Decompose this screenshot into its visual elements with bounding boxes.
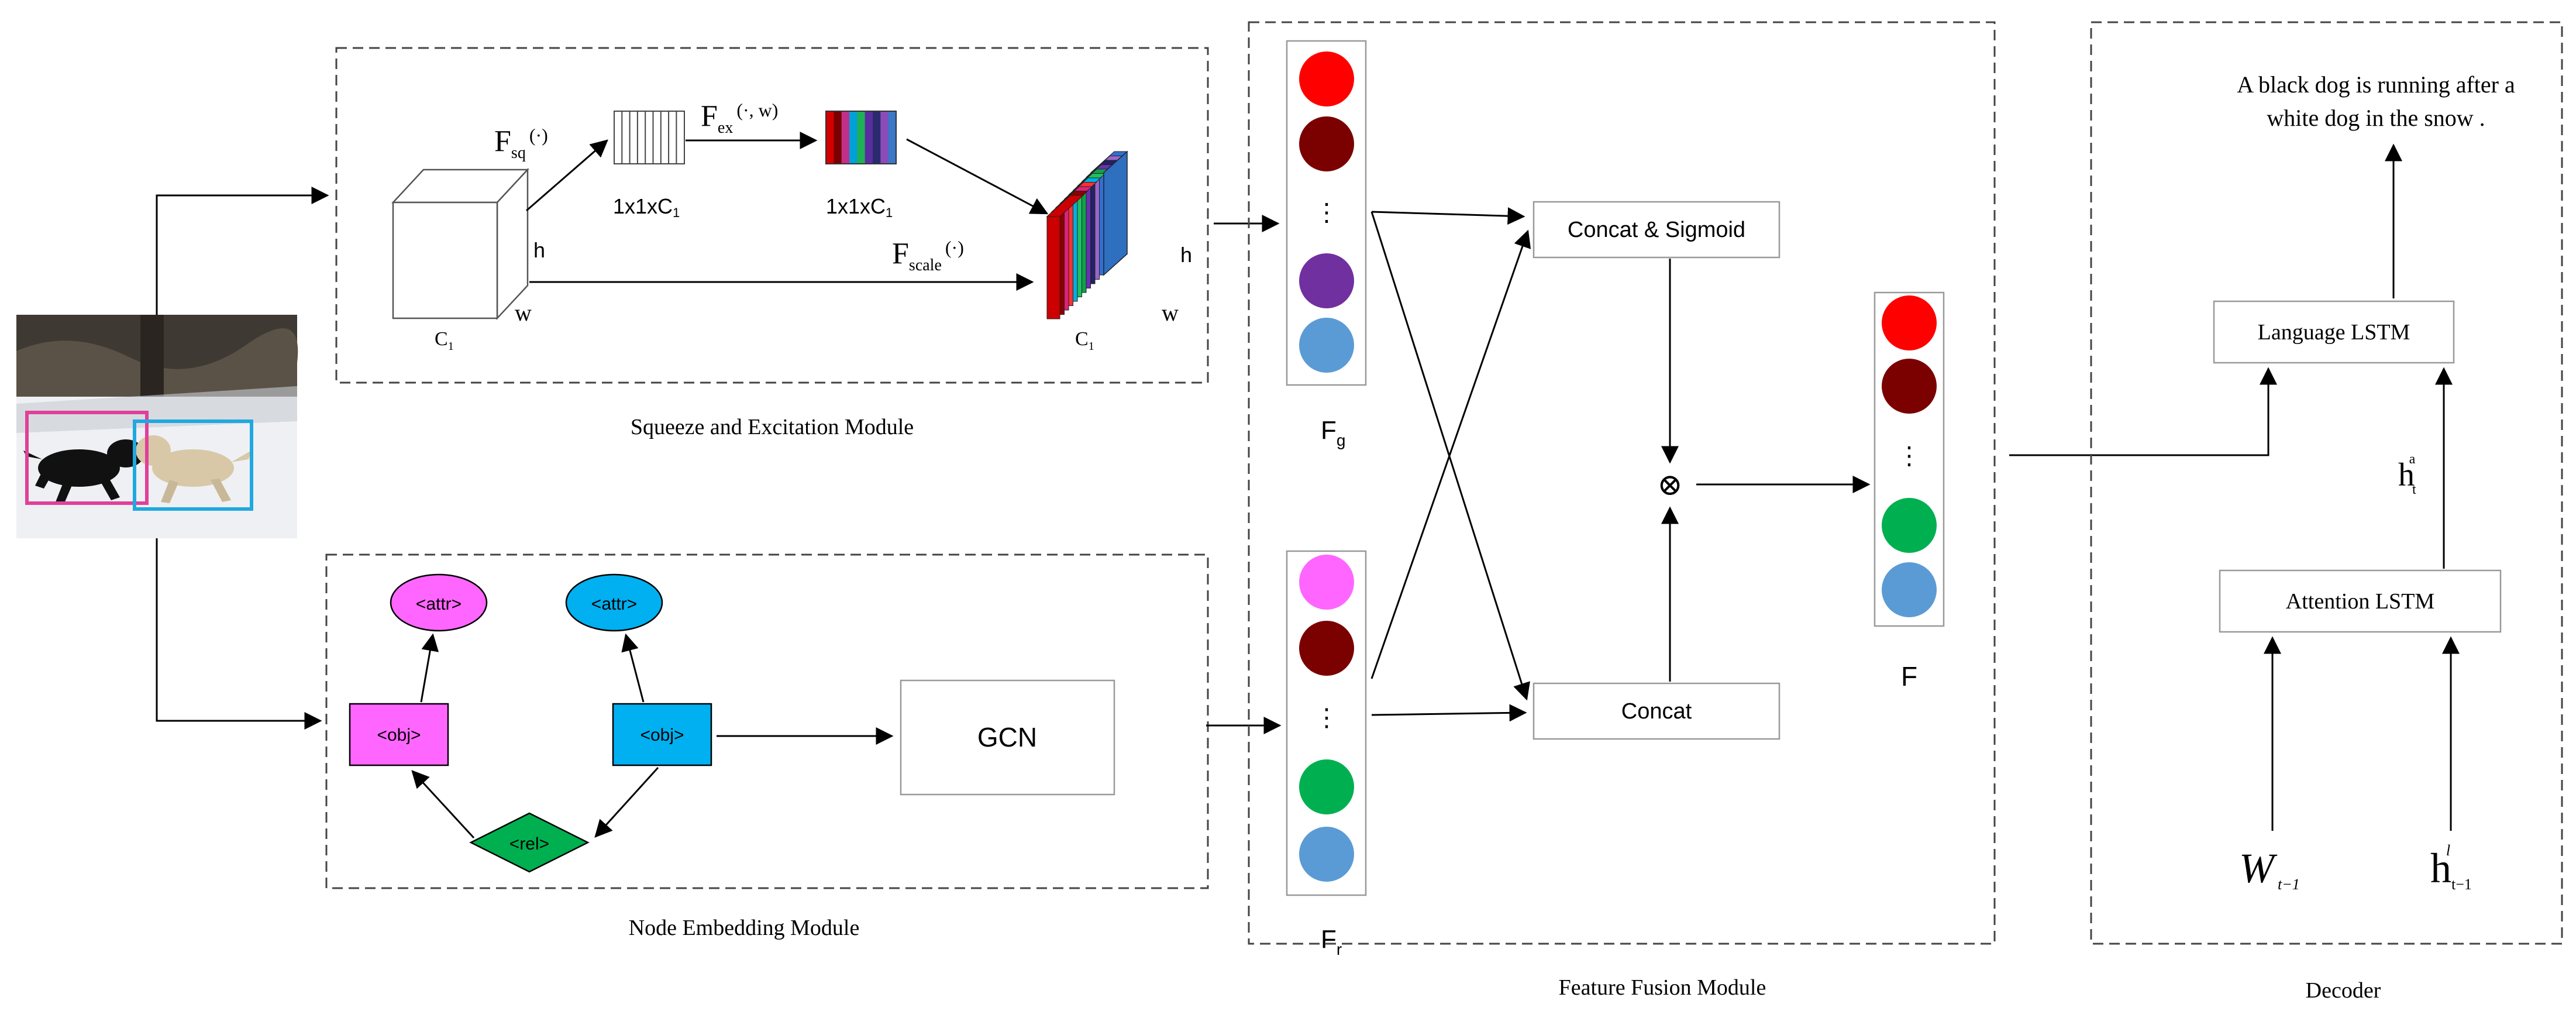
black-dog	[23, 439, 144, 503]
bbox-black-dog	[25, 411, 149, 505]
arrow-to-scale	[906, 138, 1049, 215]
feature-circle	[1882, 498, 1937, 553]
f-label: F	[1901, 661, 1917, 692]
excite-dim-label: 1x1xC1	[826, 194, 893, 220]
input-w-label: w	[515, 300, 532, 326]
bbox-white-dog	[133, 419, 253, 511]
concat-box	[1532, 682, 1781, 740]
excite-channel	[834, 111, 842, 164]
excite-channel	[873, 111, 881, 164]
feature-circle	[1299, 759, 1354, 814]
rel-node	[469, 812, 590, 873]
f-vector: ⋮	[1882, 295, 1937, 617]
output-cube-side	[1103, 150, 1128, 276]
ellipsis-dots: ⋮	[1897, 442, 1921, 469]
excite-channel	[865, 111, 873, 164]
white-dog	[136, 435, 252, 503]
excite-channel	[841, 111, 850, 164]
feature-circle	[1299, 555, 1354, 610]
h-t-a-label: hta	[2398, 452, 2416, 497]
f-ex-label: Fex(·, w)	[701, 99, 778, 137]
squeeze-dim-label: 1x1xC1	[613, 194, 680, 220]
caption-line-2: white dog in the snow .	[2267, 105, 2485, 131]
multiply-symbol: ⊗	[1657, 469, 1683, 502]
se-module-title: Squeeze and Excitation Module	[631, 415, 914, 439]
h-t-minus-1-label: ht−1l	[2430, 842, 2472, 893]
rel-label: <rel>	[509, 834, 549, 854]
attention-lstm-label: Attention LSTM	[2286, 589, 2434, 614]
language-lstm-label: Language LSTM	[2258, 320, 2410, 345]
concat-sigmoid-label: Concat & Sigmoid	[1568, 218, 1745, 242]
graph-edges	[411, 633, 894, 839]
output-c-label: C1	[1075, 328, 1094, 353]
input-photo	[16, 315, 298, 538]
fg-vector: ⋮	[1299, 51, 1354, 373]
node-module-title: Node Embedding Module	[629, 916, 860, 940]
attr-left-label: <attr>	[416, 594, 462, 614]
fusion-arrows	[1370, 207, 1531, 722]
input-h-label: h	[533, 238, 545, 262]
output-h-label: h	[1180, 243, 1192, 267]
obj-right-node	[612, 703, 712, 766]
input-cube	[391, 167, 529, 321]
fg-label: Fg	[1321, 416, 1345, 449]
excite-vector	[825, 111, 897, 164]
output-w-label: w	[1162, 300, 1179, 326]
attention-lstm-box	[2219, 569, 2502, 633]
concat-sigmoid-box	[1532, 201, 1781, 259]
feature-circle	[1882, 295, 1937, 350]
ellipsis-dots: ⋮	[1314, 198, 1339, 226]
excite-channel	[849, 111, 857, 164]
obj-left-label: <obj>	[377, 725, 421, 745]
feature-circle	[1299, 116, 1354, 171]
decoder-input-arrows	[2264, 636, 2460, 831]
obj-right-label: <obj>	[640, 725, 684, 745]
f-sq-label: Fsq(·)	[494, 125, 548, 162]
feature-circle	[1299, 318, 1354, 373]
excite-channel	[826, 111, 834, 164]
attr-right-label: <attr>	[591, 594, 637, 614]
multiply-arrows	[1661, 259, 1871, 682]
attr-left-node	[390, 573, 488, 632]
feature-circle	[1299, 51, 1354, 106]
decoder-frame	[2090, 21, 2563, 945]
feature-circle	[1882, 562, 1937, 617]
caption-line-1: A black dog is running after a	[2237, 71, 2515, 98]
input-branches	[156, 187, 329, 730]
fusion-module-frame	[1248, 21, 1996, 945]
feature-circle	[1299, 253, 1354, 308]
feature-circle	[1299, 827, 1354, 882]
gcn-box	[900, 679, 1115, 796]
gcn-label: GCN	[977, 722, 1037, 752]
excite-channel	[880, 111, 889, 164]
language-lstm-box	[2213, 300, 2455, 364]
output-cube	[1046, 150, 1128, 319]
fr-vector: ⋮	[1299, 555, 1354, 882]
attr-right-node	[565, 573, 663, 632]
concat-label: Concat	[1621, 699, 1692, 724]
f-scale-label: Fscale(·)	[892, 237, 964, 274]
input-c-label: C1	[435, 328, 454, 353]
squeeze-vector	[614, 111, 685, 164]
excite-frame	[825, 111, 897, 164]
fusion-module-title: Feature Fusion Module	[1559, 975, 1766, 1000]
arrow-to-decoder	[2009, 367, 2277, 456]
excite-channel	[888, 111, 897, 164]
output-slice	[1046, 216, 1060, 319]
node-module-frame	[325, 553, 1209, 889]
feature-circle	[1882, 359, 1937, 414]
decoder-title: Decoder	[2306, 978, 2381, 1003]
se-module-frame	[335, 47, 1209, 384]
arrow-squeeze	[526, 139, 608, 212]
ellipsis-dots: ⋮	[1314, 704, 1339, 731]
feature-circle	[1299, 621, 1354, 676]
obj-left-node	[349, 703, 449, 766]
excite-channel	[857, 111, 866, 164]
fr-label: Fr	[1321, 925, 1342, 958]
